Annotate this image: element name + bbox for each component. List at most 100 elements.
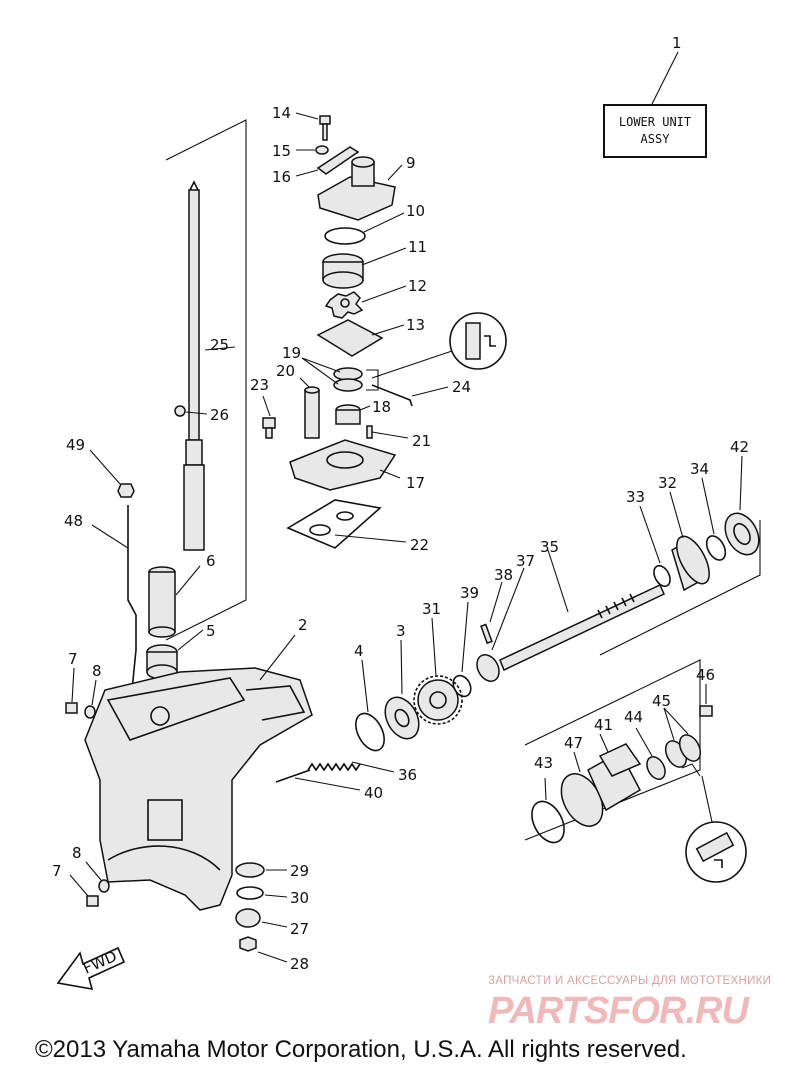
callout-39: 39 — [460, 584, 479, 602]
plate-12 — [316, 319, 384, 357]
bushing-6 — [148, 566, 176, 638]
washer-15 — [315, 145, 329, 155]
pin-40 — [275, 769, 311, 783]
leader-25 — [204, 346, 236, 351]
shift-rod-48 — [127, 505, 137, 691]
callout-48: 48 — [64, 512, 83, 530]
oring-43 — [531, 800, 565, 844]
callout-12-label: 12 — [408, 277, 427, 295]
callout-18: 18 — [372, 398, 391, 416]
bearing-42 — [724, 512, 760, 556]
callout-29: 29 — [290, 862, 309, 880]
gear-32 — [671, 535, 710, 592]
callout-44: 44 — [624, 708, 643, 726]
callout-16: 16 — [272, 168, 291, 186]
assy-line1: LOWER UNIT — [618, 115, 692, 129]
callout-13-label: 13 — [406, 316, 425, 334]
nut-49 — [117, 483, 135, 498]
callout-4: 4 — [354, 642, 364, 660]
impeller-13 — [324, 291, 364, 319]
bearing-5 — [146, 644, 178, 680]
oil-seals-19 — [333, 367, 363, 392]
callout-47: 47 — [564, 734, 583, 752]
bolt-7-lower — [86, 895, 99, 907]
pinion-27 — [235, 908, 261, 928]
bearing-44 — [646, 756, 666, 780]
callout-22: 22 — [410, 536, 429, 554]
callout-49: 49 — [66, 436, 85, 454]
callout-17: 17 — [406, 474, 425, 492]
callout-42: 42 — [730, 438, 749, 456]
cap-41 — [598, 743, 642, 777]
shim-30 — [236, 886, 264, 900]
callout-25: 25 — [210, 336, 229, 354]
callout-30: 30 — [290, 889, 309, 907]
callout-46: 46 — [696, 666, 715, 684]
pin-38 — [480, 623, 493, 645]
callout-37: 37 — [516, 552, 535, 570]
lower-unit-assy-label: LOWER UNIT ASSY — [603, 104, 707, 158]
callout-38: 38 — [494, 566, 513, 584]
assy-line2: ASSY — [640, 132, 670, 146]
callout-11: 11 — [408, 238, 427, 256]
bearings-45 — [664, 734, 702, 768]
shim-34 — [705, 535, 727, 561]
callout-5: 5 — [206, 622, 216, 640]
callout-9: 9 — [406, 154, 416, 172]
callout-32: 32 — [658, 474, 677, 492]
bolt-23 — [262, 417, 276, 439]
callout-10: 10 — [406, 202, 425, 220]
bolt-14 — [319, 115, 331, 141]
watermark-logo: PARTSFOR.RU — [488, 990, 749, 1032]
callout-6: 6 — [206, 552, 216, 570]
callout-35: 35 — [540, 538, 559, 556]
inset-detail-upper — [371, 312, 507, 379]
bolt-7-upper — [65, 702, 78, 714]
callout-20: 20 — [276, 362, 295, 380]
callout-7: 7 — [68, 650, 78, 668]
nut-28 — [239, 936, 257, 952]
pump-housing-9 — [317, 156, 396, 221]
spring-36 — [307, 762, 361, 772]
callout-2: 2 — [298, 616, 308, 634]
callout-19: 19 — [282, 344, 301, 362]
callout-41: 41 — [594, 716, 613, 734]
callout-14: 14 — [272, 104, 291, 122]
callout-26: 26 — [210, 406, 229, 424]
pin-21 — [366, 425, 373, 439]
callout-31: 31 — [422, 600, 441, 618]
oring-10 — [324, 227, 366, 245]
pin-26 — [174, 405, 186, 417]
bolt-46 — [699, 705, 713, 717]
oring-4 — [355, 712, 385, 752]
callout-8: 8 — [92, 662, 102, 680]
callout-3: 3 — [396, 622, 406, 640]
housing-20 — [304, 386, 320, 439]
callout-33: 33 — [626, 488, 645, 506]
bearing-18 — [335, 404, 361, 425]
callout-28: 28 — [290, 955, 309, 973]
callout-27: 27 — [290, 920, 309, 938]
frame-line-left — [165, 119, 247, 641]
callout-1: 1 — [672, 34, 682, 52]
callout-45: 45 — [652, 692, 671, 710]
gear-31 — [413, 675, 463, 725]
washer-39 — [452, 674, 472, 698]
callout-labels: 1 2 3 4 5 6 7 8 9 10 11 12 13 14 15 16 1… — [52, 34, 749, 973]
callout-23: 23 — [250, 376, 269, 394]
callout-24: 24 — [452, 378, 471, 396]
callout-40: 40 — [364, 784, 383, 802]
lower-casing — [84, 667, 313, 911]
plate-16 — [316, 146, 360, 175]
bearing-3 — [384, 696, 420, 740]
pin-24 — [371, 384, 413, 407]
fwd-arrow — [56, 946, 126, 991]
watermark-subtitle: ЗАПЧАСТИ И АКСЕССУАРЫ ДЛЯ МОТОТЕХНИКИ — [488, 975, 772, 987]
bushing-29 — [235, 862, 265, 878]
cartridge-11 — [322, 253, 364, 289]
callout-21: 21 — [412, 432, 431, 450]
leader-1 — [651, 51, 679, 105]
seal-housing-17 — [289, 439, 397, 491]
